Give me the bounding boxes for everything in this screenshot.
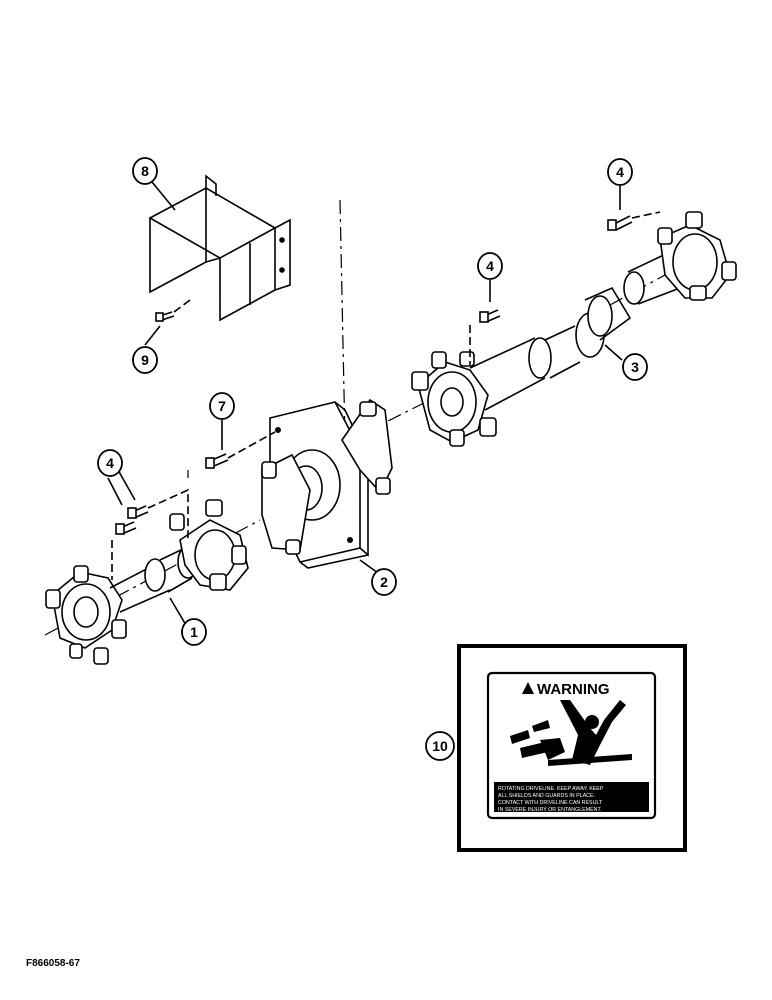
- warning-text-line-1: ROTATING DRIVELINE. KEEP AWAY. KEEP: [498, 786, 604, 792]
- rear-drive-shaft: [411, 286, 632, 447]
- warning-triangle-icon: [522, 682, 534, 694]
- bolt-9: [155, 299, 191, 322]
- warning-text-line-4: IN SEVERE INJURY OR ENTANGLEMENT.: [498, 807, 602, 813]
- callout-10: 10: [432, 738, 448, 754]
- warning-text-line-2: ALL SHIELDS AND GUARDS IN PLACE.: [498, 793, 595, 799]
- warning-text-line-3: CONTACT WITH DRIVELINE CAN RESULT: [498, 800, 603, 806]
- bolt-4-middle: [469, 309, 501, 365]
- warning-decal: WARNING ROTATING DRIVELINE. KEEP AWAY. K…: [457, 644, 687, 852]
- callout-7: 7: [218, 398, 226, 414]
- callout-9: 9: [141, 352, 149, 368]
- callout-2: 2: [380, 574, 388, 590]
- callout-4b: 4: [486, 258, 494, 274]
- bolt-4-left-lower: [111, 521, 137, 580]
- warning-title: WARNING: [537, 681, 610, 698]
- bolt-4-left-upper: [127, 488, 189, 540]
- bolt-7: [205, 431, 276, 469]
- front-drive-shaft: [45, 499, 249, 665]
- callout-3: 3: [631, 359, 639, 375]
- bearing-assembly: [261, 398, 393, 569]
- driveshaft-shield: [148, 174, 291, 322]
- bolt-4-upper-right: [607, 211, 661, 231]
- callout-4a: 4: [616, 164, 624, 180]
- entanglement-pictogram-icon: [510, 700, 632, 766]
- figure-id: F866058-67: [26, 958, 80, 969]
- callout-1: 1: [190, 624, 198, 640]
- rear-yoke: [623, 211, 737, 305]
- callout-4c: 4: [106, 455, 114, 471]
- callout-8: 8: [141, 163, 149, 179]
